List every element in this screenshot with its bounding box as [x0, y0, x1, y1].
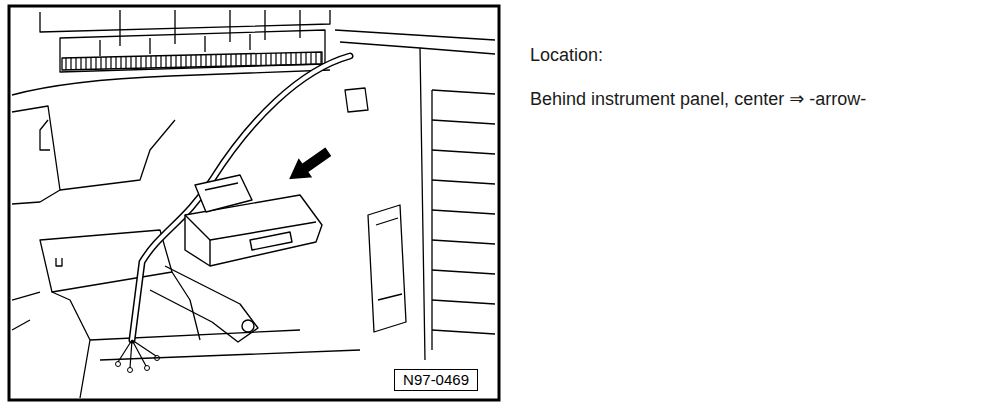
wiring-harness-part — [128, 368, 133, 373]
vent-grille-part — [60, 30, 325, 72]
dashboard-outline-part — [56, 258, 62, 266]
side-panel-part — [431, 90, 432, 350]
side-panel-part — [345, 88, 368, 112]
side-panel-part — [420, 48, 495, 54]
location-arrow — [281, 141, 337, 191]
mounting-bracket — [150, 266, 258, 342]
control-module-part — [205, 183, 238, 190]
vent-grille — [40, 10, 330, 72]
vent-grille-part — [40, 10, 330, 32]
control-module-part — [209, 240, 210, 266]
mounting-bracket-part — [150, 266, 258, 342]
side-panel-part — [432, 90, 495, 334]
figure-number-box: N97-0469 — [394, 369, 478, 391]
vent-grille-part — [120, 10, 300, 46]
side-panel-part — [368, 205, 406, 332]
dashboard-outline-part — [40, 120, 50, 150]
vent-grille-part — [62, 52, 322, 70]
dashboard-outline-part — [60, 120, 175, 190]
wiring-harness-part — [118, 340, 156, 368]
mounting-bracket-part — [242, 320, 254, 332]
location-note: Behind instrument panel, center ⇒ -arrow… — [530, 88, 866, 110]
dashboard-outline-part — [12, 106, 60, 204]
dashboard-outline-part — [12, 292, 40, 330]
location-note: Location: — [530, 45, 603, 66]
dashboard-outline — [12, 70, 360, 398]
side-panel-part — [335, 30, 495, 40]
side-panel-part — [340, 42, 425, 360]
control-module-part — [185, 215, 316, 240]
side-panel — [335, 30, 495, 360]
wiring-harness-part — [145, 366, 150, 371]
vent-grille-part — [100, 34, 250, 56]
wiring-harness-part — [155, 356, 160, 361]
wiring-harness-part — [116, 362, 121, 367]
wiring-harness — [116, 56, 351, 373]
control-module — [185, 175, 322, 266]
dashboard-outline-part — [52, 292, 90, 398]
figure-number: N97-0469 — [403, 371, 469, 389]
control-module-part — [250, 232, 292, 250]
figure-frame — [9, 6, 499, 400]
control-module-part — [195, 175, 252, 212]
side-panel-part — [376, 218, 402, 300]
dashboard-outline-part — [40, 230, 172, 292]
